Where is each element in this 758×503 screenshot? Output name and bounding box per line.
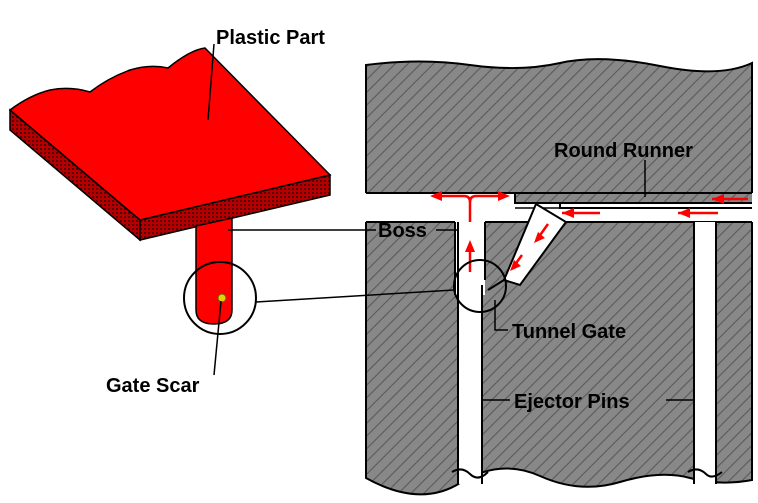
- flow-arrow-runner-1: [712, 194, 748, 204]
- gate-scar-detail-circle: [183, 261, 257, 335]
- plastic-part-top-face: [8, 47, 332, 221]
- flow-arrow-runner-2: [678, 208, 718, 218]
- tunnel-gate-label: Tunnel Gate: [512, 321, 626, 343]
- round-runner-label: Round Runner: [554, 140, 693, 162]
- leader-plastic-part: [207, 43, 215, 121]
- leader-tunnel-gate: [494, 300, 508, 331]
- gate-scar-label: Gate Scar: [106, 375, 200, 397]
- flow-arrows: [430, 191, 748, 272]
- leader-lines: [207, 43, 694, 401]
- plastic-part-boss: [195, 217, 233, 325]
- leader-gate-scar: [213, 300, 222, 376]
- flow-arrow-boss: [465, 240, 475, 272]
- leader-detail-connector: [255, 289, 455, 303]
- plastic-part: [8, 47, 332, 325]
- ejector-pin-right: [694, 222, 716, 484]
- mold-block: [364, 58, 756, 496]
- plastic-part-label: Plastic Part: [216, 27, 325, 49]
- gate-scar-mark: [217, 293, 227, 303]
- upper-mold-plate: [365, 58, 753, 194]
- ejector-pins-label: Ejector Pins: [514, 391, 630, 413]
- flow-arrow-tunnel: [510, 223, 550, 271]
- tunnel-gate-detail-circle: [453, 259, 507, 313]
- flow-arrow-split: [430, 191, 510, 222]
- flow-arrow-runner-3: [562, 208, 600, 218]
- boss-label: Boss: [378, 220, 427, 242]
